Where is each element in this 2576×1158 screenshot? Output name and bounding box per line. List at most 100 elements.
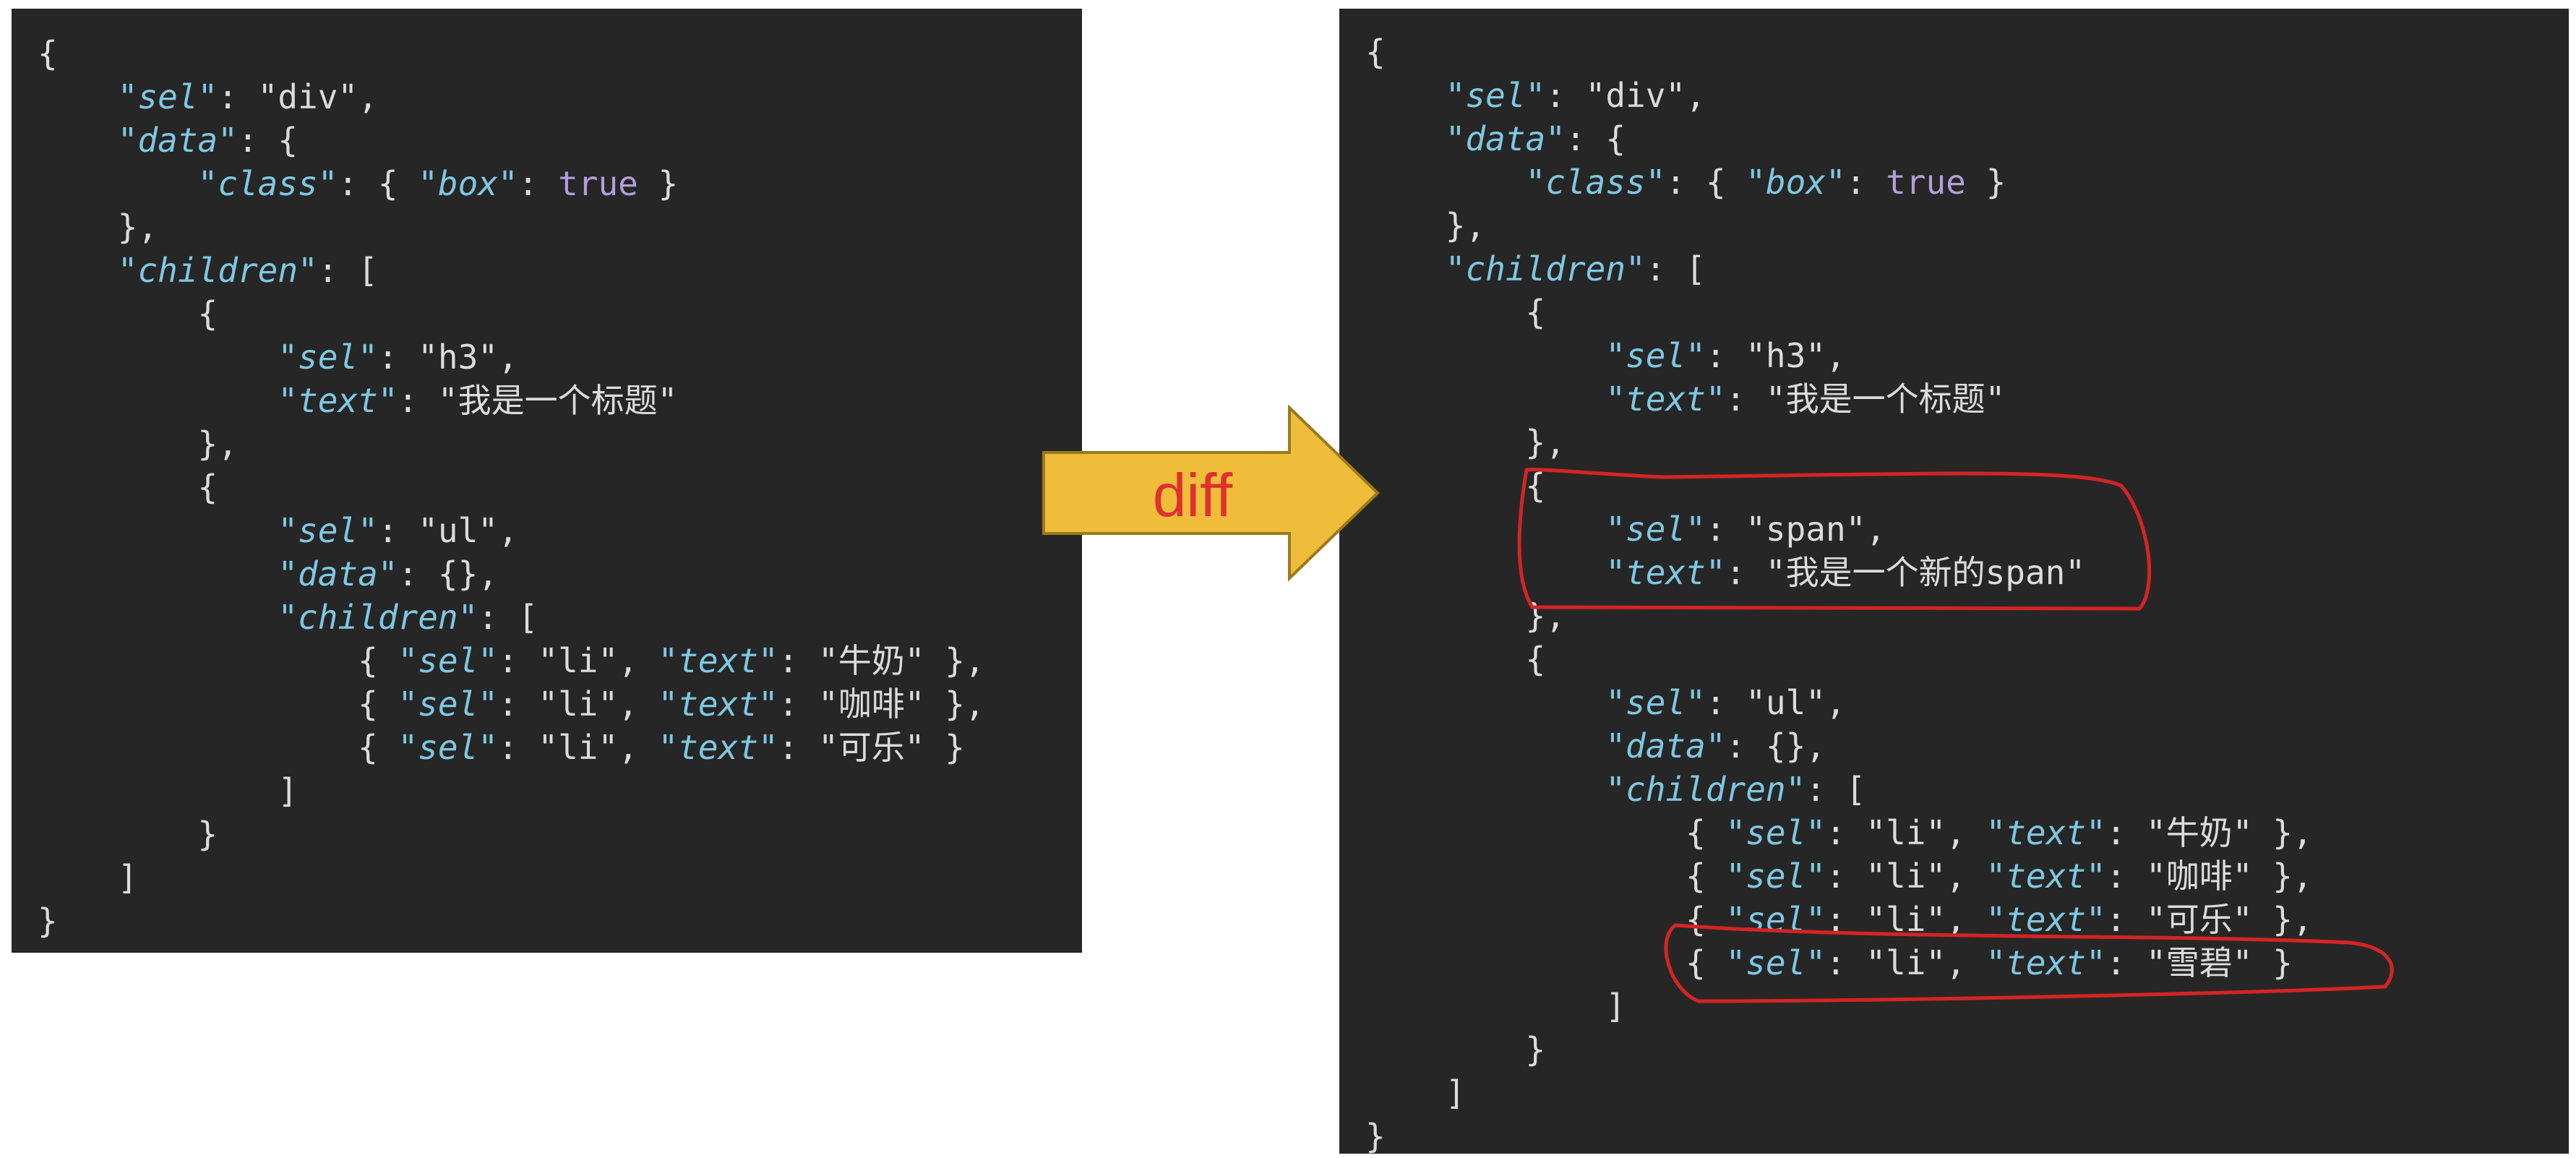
json-key: "sel" xyxy=(1605,510,1706,549)
code-line: { "sel": "li", "text": "可乐" } xyxy=(38,726,965,769)
json-key: "sel" xyxy=(1605,336,1706,375)
json-punctuation: ] xyxy=(1365,1073,1466,1112)
json-punctuation: { xyxy=(1365,640,1546,679)
json-punctuation: : { xyxy=(1665,163,1746,202)
diff-label: diff xyxy=(1152,461,1233,529)
code-line: { xyxy=(38,466,218,509)
json-punctuation: } xyxy=(1965,163,2006,202)
code-line: }, xyxy=(38,422,238,466)
json-punctuation: }, xyxy=(38,424,238,463)
json-key: "sel" xyxy=(398,685,498,724)
code-line: "sel": "h3", xyxy=(38,335,518,379)
json-string: "li" xyxy=(538,641,619,680)
json-string: "我是一个标题" xyxy=(437,381,678,420)
code-line: "class": { "box": true } xyxy=(38,162,679,205)
json-key: "sel" xyxy=(398,728,498,767)
json-punctuation: } xyxy=(924,728,965,767)
json-punctuation: , xyxy=(618,728,658,767)
json-punctuation: : xyxy=(218,77,258,116)
json-key: "data" xyxy=(278,554,398,593)
json-punctuation: , xyxy=(1826,336,1846,375)
code-line: ] xyxy=(38,769,298,812)
code-line: "class": { "box": true } xyxy=(1365,160,2006,204)
code-line: { xyxy=(1365,291,1546,334)
json-punctuation: : xyxy=(2105,900,2147,939)
json-string: "可乐" xyxy=(818,728,925,767)
code-line: }, xyxy=(1365,421,1566,464)
code-line: }, xyxy=(1365,204,1485,247)
json-punctuation: : { xyxy=(237,121,299,160)
json-string: "h3" xyxy=(1746,336,1826,375)
json-punctuation: { xyxy=(1365,943,1726,982)
json-string: "我是一个新的span" xyxy=(1765,553,2086,592)
code-line: { "sel": "li", "text": "雪碧" } xyxy=(1365,941,2293,985)
json-punctuation: : xyxy=(1725,379,1766,419)
json-key: "text" xyxy=(1985,900,2106,939)
code-line: "data": {}, xyxy=(38,552,498,596)
code-line: "children": [ xyxy=(1365,247,1706,291)
json-punctuation: : xyxy=(1825,857,1866,896)
json-key: "text" xyxy=(658,641,778,680)
json-key: "children" xyxy=(1445,249,1646,288)
json-key: "sel" xyxy=(278,338,378,377)
json-punctuation: , xyxy=(1946,857,1986,896)
json-punctuation: } xyxy=(38,901,58,940)
diff-arrow-shape xyxy=(1042,405,1380,582)
code-line: "sel": "h3", xyxy=(1365,334,1846,377)
code-line: "text": "我是一个新的span" xyxy=(1365,551,2085,594)
added-li-highlight xyxy=(1664,923,2394,1003)
json-punctuation: : xyxy=(778,685,819,724)
json-punctuation: : xyxy=(1705,510,1746,549)
json-string: "span" xyxy=(1746,510,1866,549)
json-key: "data" xyxy=(117,121,238,160)
json-key: "sel" xyxy=(1725,943,1826,982)
code-line: "data": { xyxy=(1365,117,1626,160)
code-line: } xyxy=(1365,1028,1546,1071)
json-punctuation: : xyxy=(1845,163,1886,202)
json-punctuation: , xyxy=(1866,510,1886,549)
json-string: "li" xyxy=(1866,943,1946,982)
json-punctuation: , xyxy=(618,641,658,680)
json-punctuation: { xyxy=(38,728,398,767)
code-line: "sel": "ul", xyxy=(1365,681,1845,724)
json-key: "children" xyxy=(117,251,318,290)
json-key: "children" xyxy=(278,598,478,637)
code-line: "sel": "ul", xyxy=(38,509,518,552)
json-string: "ul" xyxy=(418,511,498,550)
json-string: "li" xyxy=(538,685,619,724)
new-vnode-code-panel: { "sel": "div", "data": { "class": { "bo… xyxy=(1339,9,2569,1156)
json-punctuation: }, xyxy=(2252,857,2313,896)
json-punctuation: : { xyxy=(1565,119,1626,158)
json-punctuation: { xyxy=(38,468,218,507)
code-line: { xyxy=(1365,638,1546,681)
json-punctuation: { xyxy=(1365,900,1726,939)
json-punctuation: { xyxy=(1365,293,1546,332)
code-line: "children": [ xyxy=(38,596,538,639)
json-punctuation: }, xyxy=(1365,596,1566,635)
json-key: "box" xyxy=(418,164,518,203)
json-punctuation: : xyxy=(778,728,819,767)
json-punctuation: , xyxy=(1946,943,1986,982)
code-line: "children": [ xyxy=(1365,768,1866,811)
json-string: "div" xyxy=(1585,76,1686,115)
json-string: "咖啡" xyxy=(2146,857,2253,896)
json-punctuation: }, xyxy=(1365,206,1486,245)
json-punctuation: , xyxy=(618,685,658,724)
json-punctuation: , xyxy=(498,338,518,377)
json-punctuation: , xyxy=(1686,76,1706,115)
code-line: { "sel": "li", "text": "咖啡" }, xyxy=(38,682,984,726)
json-key: "class" xyxy=(197,164,338,203)
json-key: "sel" xyxy=(1605,683,1706,722)
json-string: "可乐" xyxy=(2146,900,2253,939)
json-punctuation: : { xyxy=(338,164,418,203)
code-line: } xyxy=(38,899,58,943)
code-line: { xyxy=(38,292,218,335)
json-punctuation: } xyxy=(1365,1117,1386,1156)
json-punctuation: , xyxy=(358,77,378,116)
added-span-highlight xyxy=(1517,468,2152,611)
json-punctuation: : xyxy=(1825,943,1866,982)
json-key: "text" xyxy=(278,381,398,420)
json-punctuation: : xyxy=(2105,813,2147,852)
json-key: "sel" xyxy=(278,511,378,550)
json-punctuation: } xyxy=(637,164,679,203)
